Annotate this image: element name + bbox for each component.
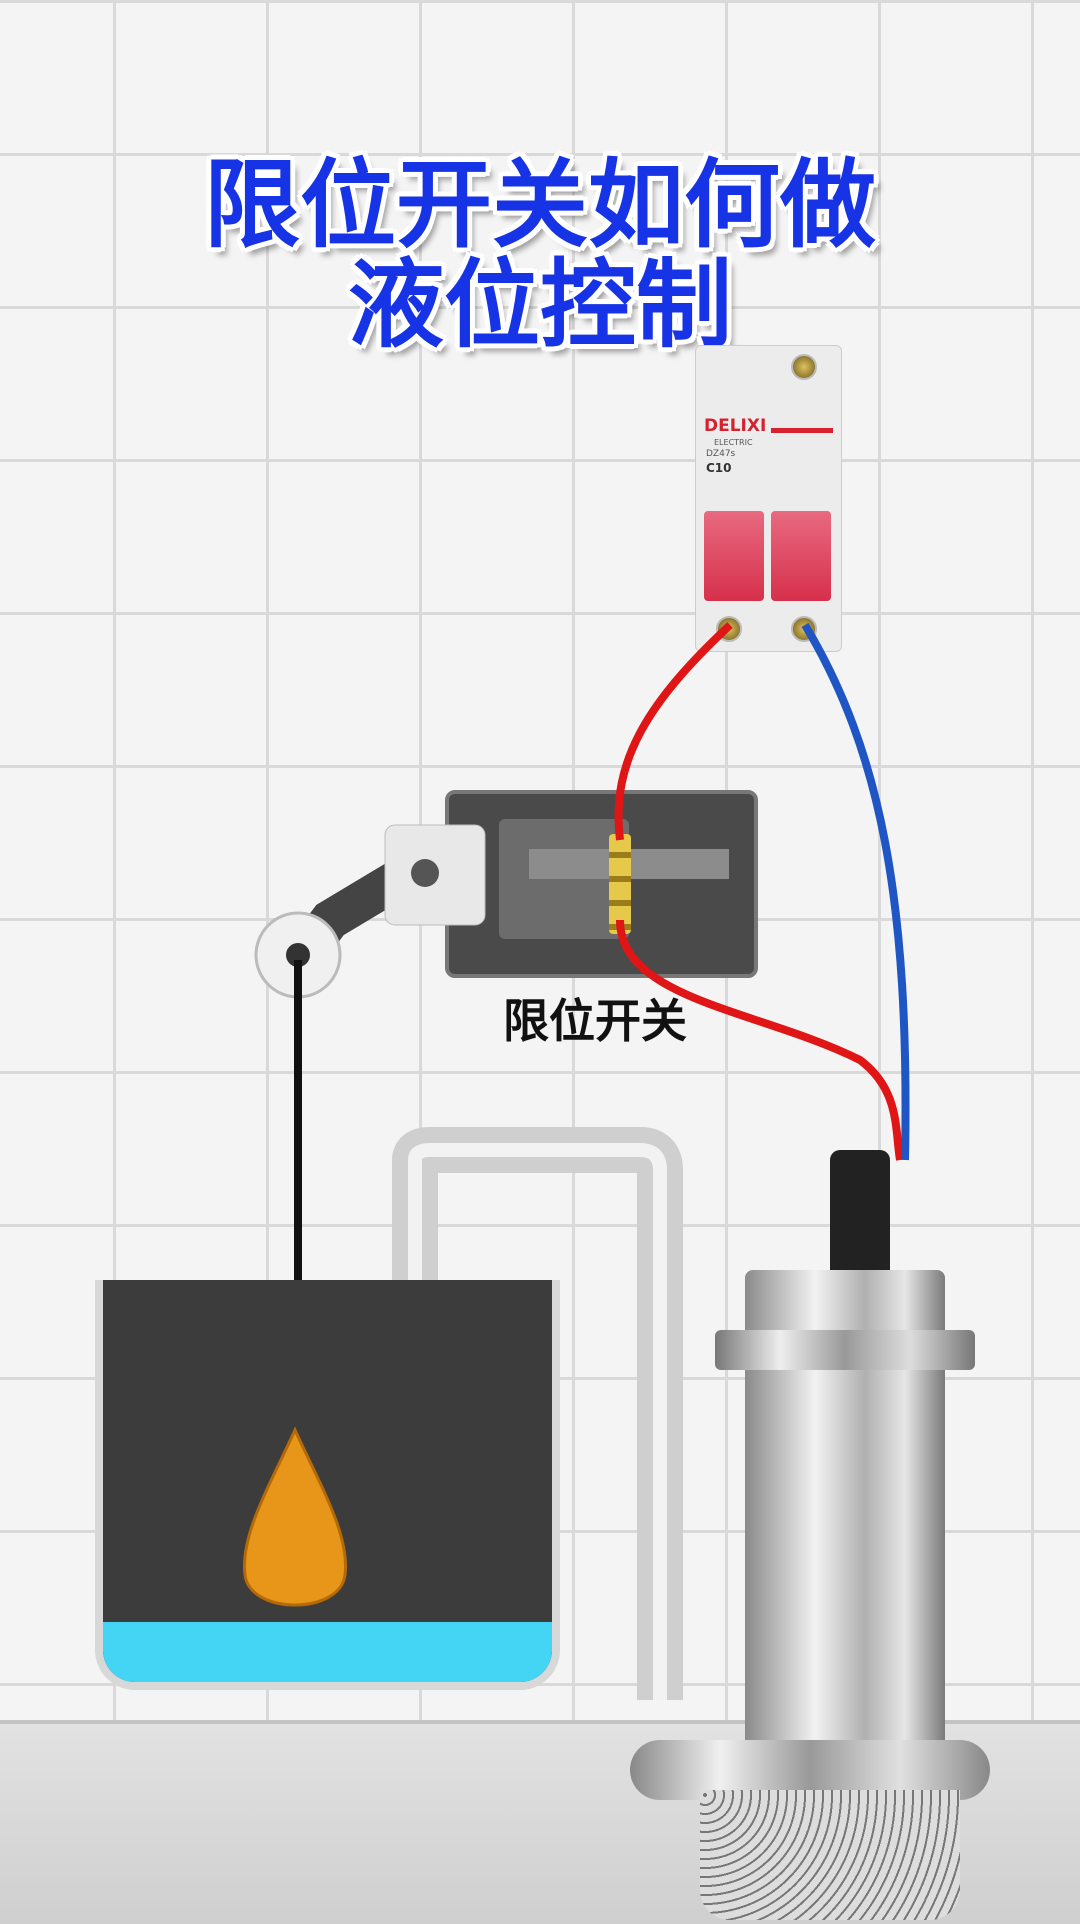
breaker-brand-sub: ELECTRIC (714, 438, 753, 447)
pump-cable-gland (830, 1150, 890, 1280)
breaker-rating: C10 (706, 461, 732, 475)
neutral-wire (801, 622, 910, 1161)
switch-terminals (609, 834, 631, 934)
breaker-model: DZ47s (706, 449, 736, 459)
live-wire-2 (616, 919, 904, 1161)
limit-switch-body (445, 790, 758, 978)
lever-pivot (411, 859, 439, 887)
breaker-brand: DELIXI (704, 416, 767, 436)
water-level (103, 1622, 552, 1682)
breaker-handle-right[interactable] (771, 511, 831, 601)
screw-icon (791, 354, 817, 380)
breaker-handle-left[interactable] (704, 511, 764, 601)
circuit-breaker: DELIXI ELECTRIC DZ47s C10 (695, 345, 842, 652)
red-stripe (771, 428, 833, 433)
switch-terminal-block (499, 819, 629, 939)
title-line-1: 限位开关如何做 (204, 149, 876, 261)
title-line-2: 液位控制 (348, 249, 732, 361)
pump-flange (715, 1330, 975, 1370)
water-tank (95, 1280, 560, 1690)
float-ball-icon (242, 1426, 348, 1607)
limit-switch-label: 限位开关 (503, 994, 687, 1048)
pump-strainer (700, 1790, 960, 1920)
live-wire-1 (614, 622, 733, 841)
